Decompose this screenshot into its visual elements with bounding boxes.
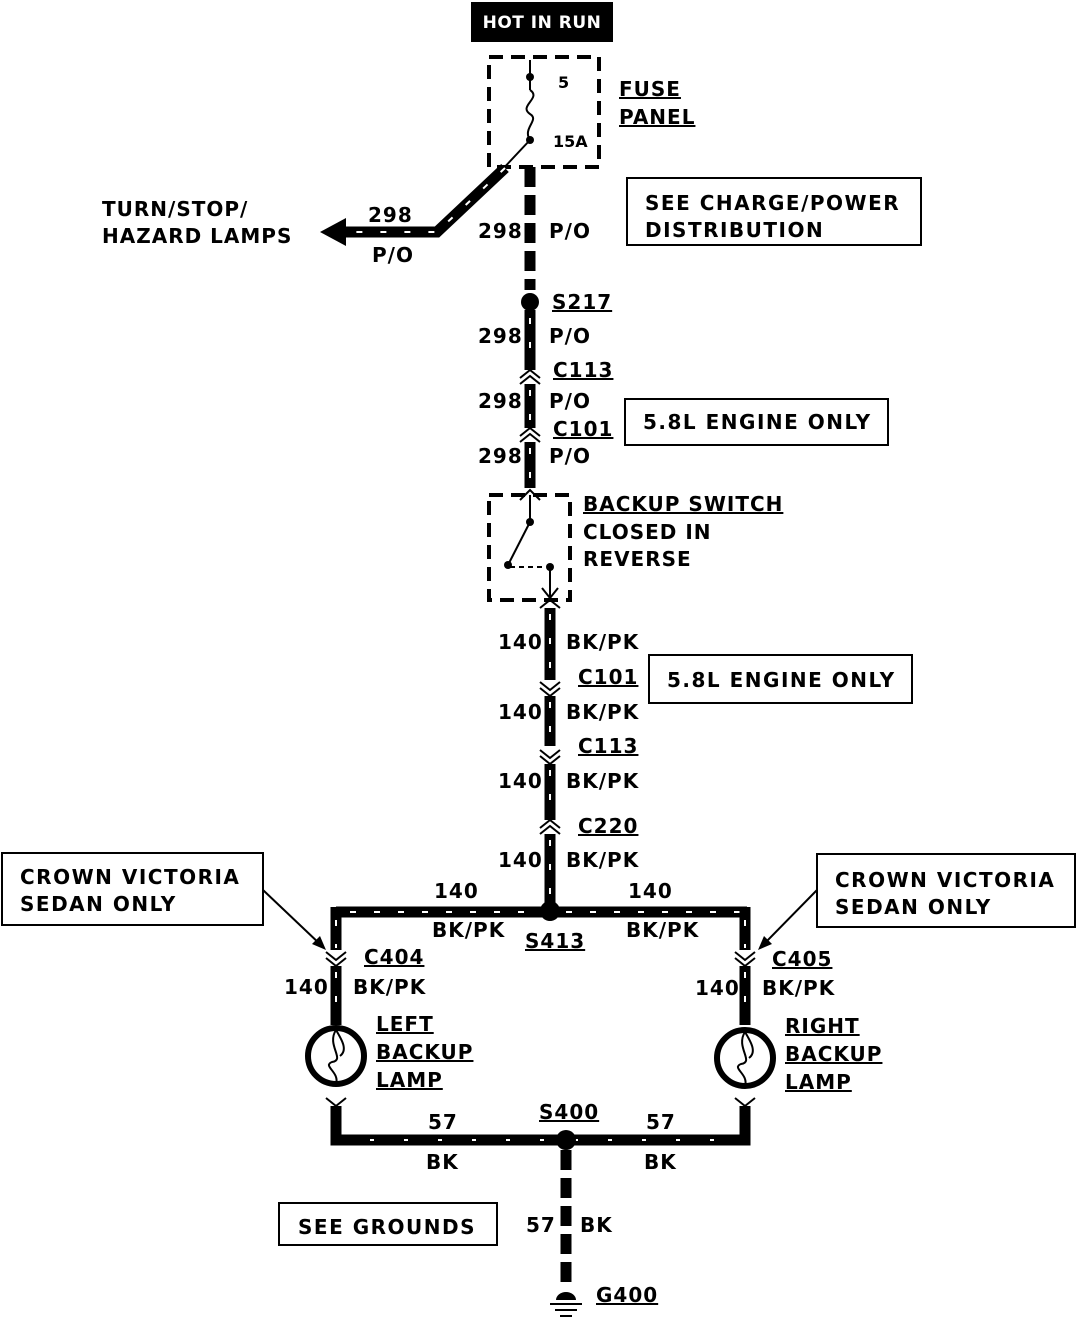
fuse-rating: 15A xyxy=(553,132,588,151)
svg-text:BK/PK: BK/PK xyxy=(353,975,427,999)
connector-c220: C220 xyxy=(539,814,638,838)
fuse-number: 5 xyxy=(558,73,569,92)
turn-lamps-color: P/O xyxy=(372,243,414,267)
svg-text:BK/PK: BK/PK xyxy=(566,630,640,654)
left-backup-lamp: LEFT BACKUP LAMP xyxy=(305,1012,473,1092)
fuse-panel-title-2: PANEL xyxy=(619,105,695,129)
right-backup-lamp: RIGHT BACKUP LAMP xyxy=(714,1014,882,1094)
svg-text:57: 57 xyxy=(646,1110,676,1134)
pointer-arrow-icon xyxy=(312,936,326,950)
svg-text:140: 140 xyxy=(284,975,329,999)
svg-text:BK/PK: BK/PK xyxy=(432,918,506,942)
svg-text:298: 298 xyxy=(478,389,523,413)
svg-text:298: 298 xyxy=(478,324,523,348)
svg-text:BK: BK xyxy=(644,1150,677,1174)
wire-298-label-1: 298 xyxy=(478,219,523,243)
svg-text:BK/PK: BK/PK xyxy=(626,918,700,942)
svg-text:SEE CHARGE/POWER: SEE CHARGE/POWER xyxy=(645,191,900,215)
turn-lamps-label-2: HAZARD LAMPS xyxy=(102,224,292,248)
svg-text:C220: C220 xyxy=(578,814,638,838)
svg-text:C101: C101 xyxy=(553,417,613,441)
svg-text:SEDAN ONLY: SEDAN ONLY xyxy=(20,892,177,916)
svg-text:C113: C113 xyxy=(553,358,613,382)
svg-text:C404: C404 xyxy=(364,945,424,969)
backup-switch: BACKUP SWITCH CLOSED IN REVERSE xyxy=(487,488,783,602)
svg-text:REVERSE: REVERSE xyxy=(583,547,692,571)
svg-text:P/O: P/O xyxy=(549,389,591,413)
svg-text:140: 140 xyxy=(498,848,543,872)
hot-in-run-block: HOT IN RUN xyxy=(471,2,613,42)
svg-text:P/O: P/O xyxy=(549,444,591,468)
ground-g400: G400 xyxy=(550,1283,658,1317)
svg-text:RIGHT: RIGHT xyxy=(785,1014,860,1038)
note-engine-only-top: 5.8L ENGINE ONLY xyxy=(624,398,889,446)
splice-s400 xyxy=(556,1130,576,1150)
svg-text:CROWN VICTORIA: CROWN VICTORIA xyxy=(20,865,240,889)
svg-text:C405: C405 xyxy=(772,947,832,971)
turn-lamp-branch: TURN/STOP/ HAZARD LAMPS 298 P/O xyxy=(102,139,531,267)
svg-text:5.8L ENGINE ONLY: 5.8L ENGINE ONLY xyxy=(667,668,896,692)
svg-text:BK/PK: BK/PK xyxy=(566,848,640,872)
svg-text:S400: S400 xyxy=(539,1100,599,1124)
svg-text:C101: C101 xyxy=(578,665,638,689)
svg-text:140: 140 xyxy=(498,769,543,793)
splice-s217 xyxy=(521,293,539,311)
switch-blade-icon xyxy=(507,521,531,566)
svg-text:BK/PK: BK/PK xyxy=(762,976,836,1000)
connector-c113-bottom: C113 xyxy=(539,734,638,766)
note-crown-victoria-right: CROWN VICTORIA SEDAN ONLY xyxy=(758,853,1076,950)
fuse-panel-title-1: FUSE xyxy=(619,77,681,101)
note-charge-power: SEE CHARGE/POWER DISTRIBUTION xyxy=(626,177,922,246)
connector-c405: C405 xyxy=(734,947,832,971)
svg-text:LAMP: LAMP xyxy=(785,1070,852,1094)
svg-text:C113: C113 xyxy=(578,734,638,758)
pointer-arrow-icon xyxy=(758,936,772,950)
svg-text:P/O: P/O xyxy=(549,324,591,348)
svg-text:5.8L ENGINE ONLY: 5.8L ENGINE ONLY xyxy=(643,410,872,434)
svg-text:G400: G400 xyxy=(596,1283,658,1307)
svg-text:BK/PK: BK/PK xyxy=(566,769,640,793)
svg-text:BK/PK: BK/PK xyxy=(566,700,640,724)
svg-text:LAMP: LAMP xyxy=(376,1068,443,1092)
svg-text:SEDAN ONLY: SEDAN ONLY xyxy=(835,895,992,919)
svg-text:57: 57 xyxy=(428,1110,458,1134)
connector-c101-top: C101 xyxy=(519,417,613,443)
svg-text:298: 298 xyxy=(478,444,523,468)
svg-text:140: 140 xyxy=(434,879,479,903)
note-crown-victoria-left: CROWN VICTORIA SEDAN ONLY xyxy=(1,852,326,950)
svg-text:140: 140 xyxy=(628,879,673,903)
svg-text:CROWN VICTORIA: CROWN VICTORIA xyxy=(835,868,1055,892)
svg-text:BACKUP: BACKUP xyxy=(785,1042,882,1066)
note-engine-only-bottom: 5.8L ENGINE ONLY xyxy=(648,654,913,704)
svg-text:CLOSED IN: CLOSED IN xyxy=(583,520,712,544)
svg-text:DISTRIBUTION: DISTRIBUTION xyxy=(645,218,824,242)
svg-text:LEFT: LEFT xyxy=(376,1012,434,1036)
svg-text:BK: BK xyxy=(580,1213,613,1237)
s217-label: S217 xyxy=(552,290,612,314)
arrow-left-icon xyxy=(320,218,346,246)
note-see-grounds: SEE GROUNDS xyxy=(278,1202,498,1246)
svg-text:140: 140 xyxy=(695,976,740,1000)
ground-icon xyxy=(550,1292,582,1317)
fuse-panel: 5 15A FUSE PANEL xyxy=(487,55,695,169)
turn-lamps-label-1: TURN/STOP/ xyxy=(102,197,248,221)
connector-c113-top: C113 xyxy=(519,358,613,385)
fuse-icon xyxy=(525,89,535,141)
svg-text:S413: S413 xyxy=(525,929,585,953)
svg-text:140: 140 xyxy=(498,700,543,724)
splice-s413 xyxy=(540,901,560,921)
turn-lamps-circuit: 298 xyxy=(368,203,413,227)
wire-po-label-1: P/O xyxy=(549,219,591,243)
svg-text:BACKUP: BACKUP xyxy=(376,1040,473,1064)
svg-text:57: 57 xyxy=(526,1213,556,1237)
hot-in-run-label: HOT IN RUN xyxy=(483,13,602,33)
svg-text:140: 140 xyxy=(498,630,543,654)
svg-text:SEE GROUNDS: SEE GROUNDS xyxy=(298,1215,476,1239)
svg-text:BACKUP SWITCH: BACKUP SWITCH xyxy=(583,492,783,516)
svg-text:BK: BK xyxy=(426,1150,459,1174)
